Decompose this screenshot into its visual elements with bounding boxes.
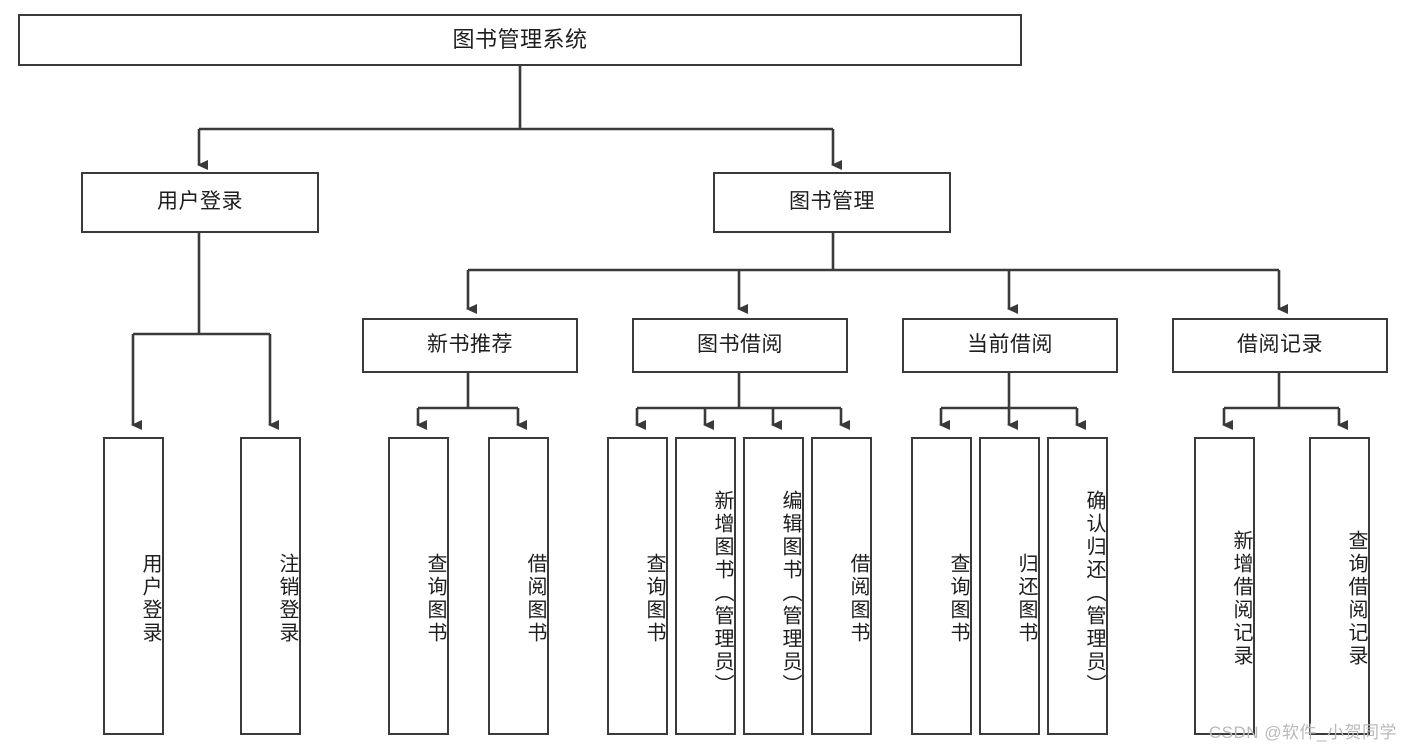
- leaf-current-borrow-query[interactable]: 查询图书: [911, 437, 972, 735]
- leaf-current-borrow-confirm-return[interactable]: 确认归还（管理员）: [1047, 437, 1108, 735]
- leaf-book-borrow-query[interactable]: 查询图书: [607, 437, 668, 735]
- leaf-borrow-record-query[interactable]: 查询借阅记录: [1309, 437, 1370, 735]
- leaf-label: 查询图书: [947, 553, 969, 645]
- node-borrow-record[interactable]: 借阅记录: [1172, 318, 1388, 373]
- leaf-label: 确认归还（管理员）: [1083, 489, 1105, 697]
- leaf-book-borrow-borrow[interactable]: 借阅图书: [811, 437, 872, 735]
- node-user-login-label: 用户登录: [157, 190, 243, 214]
- node-root[interactable]: 图书管理系统: [18, 14, 1022, 66]
- leaf-label: 用户登录: [139, 553, 161, 645]
- node-book-management[interactable]: 图书管理: [713, 172, 951, 233]
- leaf-user-login-login[interactable]: 用户登录: [103, 437, 164, 735]
- leaf-borrow-record-add[interactable]: 新增借阅记录: [1194, 437, 1255, 735]
- leaf-new-book-query[interactable]: 查询图书: [388, 437, 449, 735]
- csdn-watermark: CSDN @软件_小贺同学: [1208, 723, 1397, 742]
- leaf-label: 编辑图书（管理员）: [779, 489, 801, 697]
- leaf-book-borrow-edit[interactable]: 编辑图书（管理员）: [743, 437, 804, 735]
- node-root-label: 图书管理系统: [452, 27, 588, 53]
- leaf-label: 注销登录: [276, 553, 298, 645]
- leaf-book-borrow-add[interactable]: 新增图书（管理员）: [675, 437, 736, 735]
- leaf-current-borrow-return[interactable]: 归还图书: [979, 437, 1040, 735]
- node-current-borrow[interactable]: 当前借阅: [902, 318, 1118, 373]
- leaf-label: 新增借阅记录: [1230, 530, 1252, 668]
- leaf-label: 借阅图书: [847, 553, 869, 645]
- leaf-label: 查询图书: [424, 553, 446, 645]
- node-new-book-recommend[interactable]: 新书推荐: [362, 318, 578, 373]
- leaf-label: 新增图书（管理员）: [711, 489, 733, 697]
- node-book-borrow[interactable]: 图书借阅: [632, 318, 848, 373]
- node-book-management-label: 图书管理: [789, 190, 875, 214]
- leaf-new-book-borrow[interactable]: 借阅图书: [488, 437, 549, 735]
- node-book-borrow-label: 图书借阅: [697, 333, 783, 357]
- leaf-label: 借阅图书: [524, 553, 546, 645]
- node-borrow-record-label: 借阅记录: [1237, 333, 1323, 357]
- leaf-label: 查询借阅记录: [1345, 530, 1367, 668]
- node-new-book-recommend-label: 新书推荐: [427, 333, 513, 357]
- leaf-user-login-logout[interactable]: 注销登录: [240, 437, 301, 735]
- leaf-label: 归还图书: [1015, 553, 1037, 645]
- leaf-label: 查询图书: [643, 553, 665, 645]
- node-current-borrow-label: 当前借阅: [967, 333, 1053, 357]
- node-user-login[interactable]: 用户登录: [81, 172, 319, 233]
